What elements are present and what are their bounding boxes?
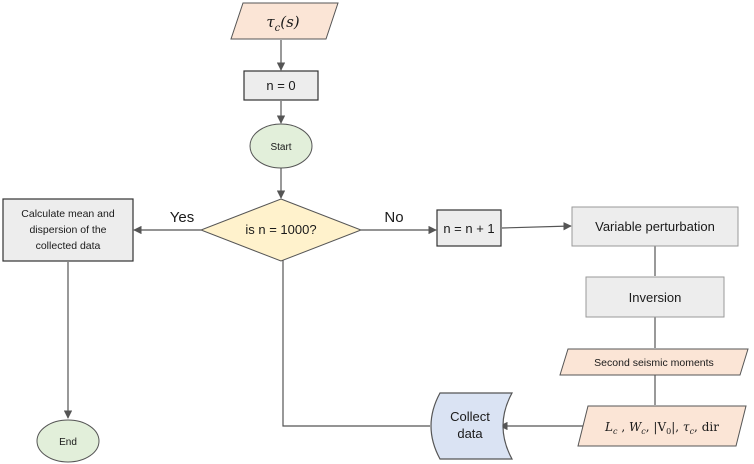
arrow-increment-to-perturb: [501, 222, 572, 231]
tau-arg: (s): [280, 13, 300, 31]
moments-label: Second seismic moments: [594, 357, 714, 369]
inversion-label: Inversion: [629, 290, 682, 305]
arrow-collect-back-to-decision: [278, 249, 430, 427]
collect-node: Collect data: [430, 392, 514, 460]
perturb-label: Variable perturbation: [595, 219, 715, 234]
svg-text:τc(s): τc(s): [266, 13, 299, 34]
calculate-line-1: Calculate mean and: [21, 208, 115, 220]
collect-line-2: data: [457, 426, 483, 441]
n-zero-label: n = 0: [266, 78, 295, 93]
params-node: Lc , Wc, |V0|, τc, dir: [577, 405, 747, 447]
decision-label: is n = 1000?: [245, 222, 316, 237]
calculate-line-3: collected data: [36, 240, 101, 252]
no-label: No: [384, 209, 403, 226]
yes-label: Yes: [170, 209, 194, 226]
increment-node: n = n + 1: [436, 209, 502, 247]
moments-node: Second seismic moments: [559, 348, 749, 376]
start-node: Start: [249, 123, 313, 169]
tau-symbol: τ: [266, 13, 275, 31]
params-label: Lc , Wc, |V0|, τc, dir: [604, 420, 719, 436]
n-zero-node: n = 0: [243, 70, 319, 101]
calculate-node: Calculate mean and dispersion of the col…: [2, 198, 134, 262]
end-label: End: [59, 437, 77, 448]
collect-line-1: Collect: [450, 409, 490, 424]
tau-subscript: c: [275, 23, 281, 34]
tau-input-node: τc(s): [230, 2, 339, 40]
calculate-line-2: dispersion of the: [29, 224, 106, 236]
connectors: [63, 40, 656, 431]
start-label: Start: [270, 142, 291, 153]
increment-label: n = n + 1: [443, 221, 494, 236]
perturb-node: Variable perturbation: [571, 206, 739, 247]
decision-node: is n = 1000?: [199, 198, 363, 262]
end-node: End: [36, 419, 100, 463]
inversion-node: Inversion: [585, 276, 725, 318]
